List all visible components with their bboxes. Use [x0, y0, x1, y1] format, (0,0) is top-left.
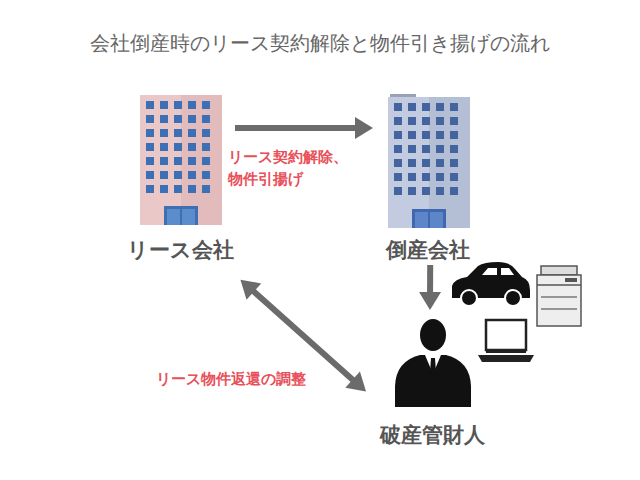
arrow-head	[419, 292, 441, 310]
car-icon	[452, 262, 530, 306]
arrow-head	[345, 371, 366, 391]
arrow-shaft	[252, 290, 354, 381]
trustee-silhouette	[395, 319, 471, 407]
entity-node: リース会社	[125, 90, 235, 265]
flow-arrow	[235, 117, 373, 139]
laptop-icon	[478, 320, 534, 362]
node-label: 倒産会社	[386, 235, 470, 265]
flow-arrow	[419, 265, 441, 310]
lease-company-building	[140, 95, 222, 225]
arrow-head	[355, 117, 373, 139]
arrow-shaft	[235, 125, 357, 131]
arrow-shaft	[427, 265, 433, 294]
arrow-head	[240, 280, 261, 300]
edge-label: リース物件返還の調整	[156, 369, 356, 391]
bankrupt-company-building	[388, 94, 470, 228]
edge-label: リース契約解除、 物件引揚げ	[228, 147, 352, 191]
entity-node: 破産管財人	[375, 310, 490, 450]
copier-icon	[537, 266, 581, 326]
node-label: リース会社	[127, 235, 234, 265]
entity-node: 倒産会社	[373, 90, 483, 265]
node-label: 破産管財人	[380, 420, 485, 450]
diagram-title: 会社倒産時のリース契約解除と物件引き揚げの流れ	[0, 30, 640, 57]
